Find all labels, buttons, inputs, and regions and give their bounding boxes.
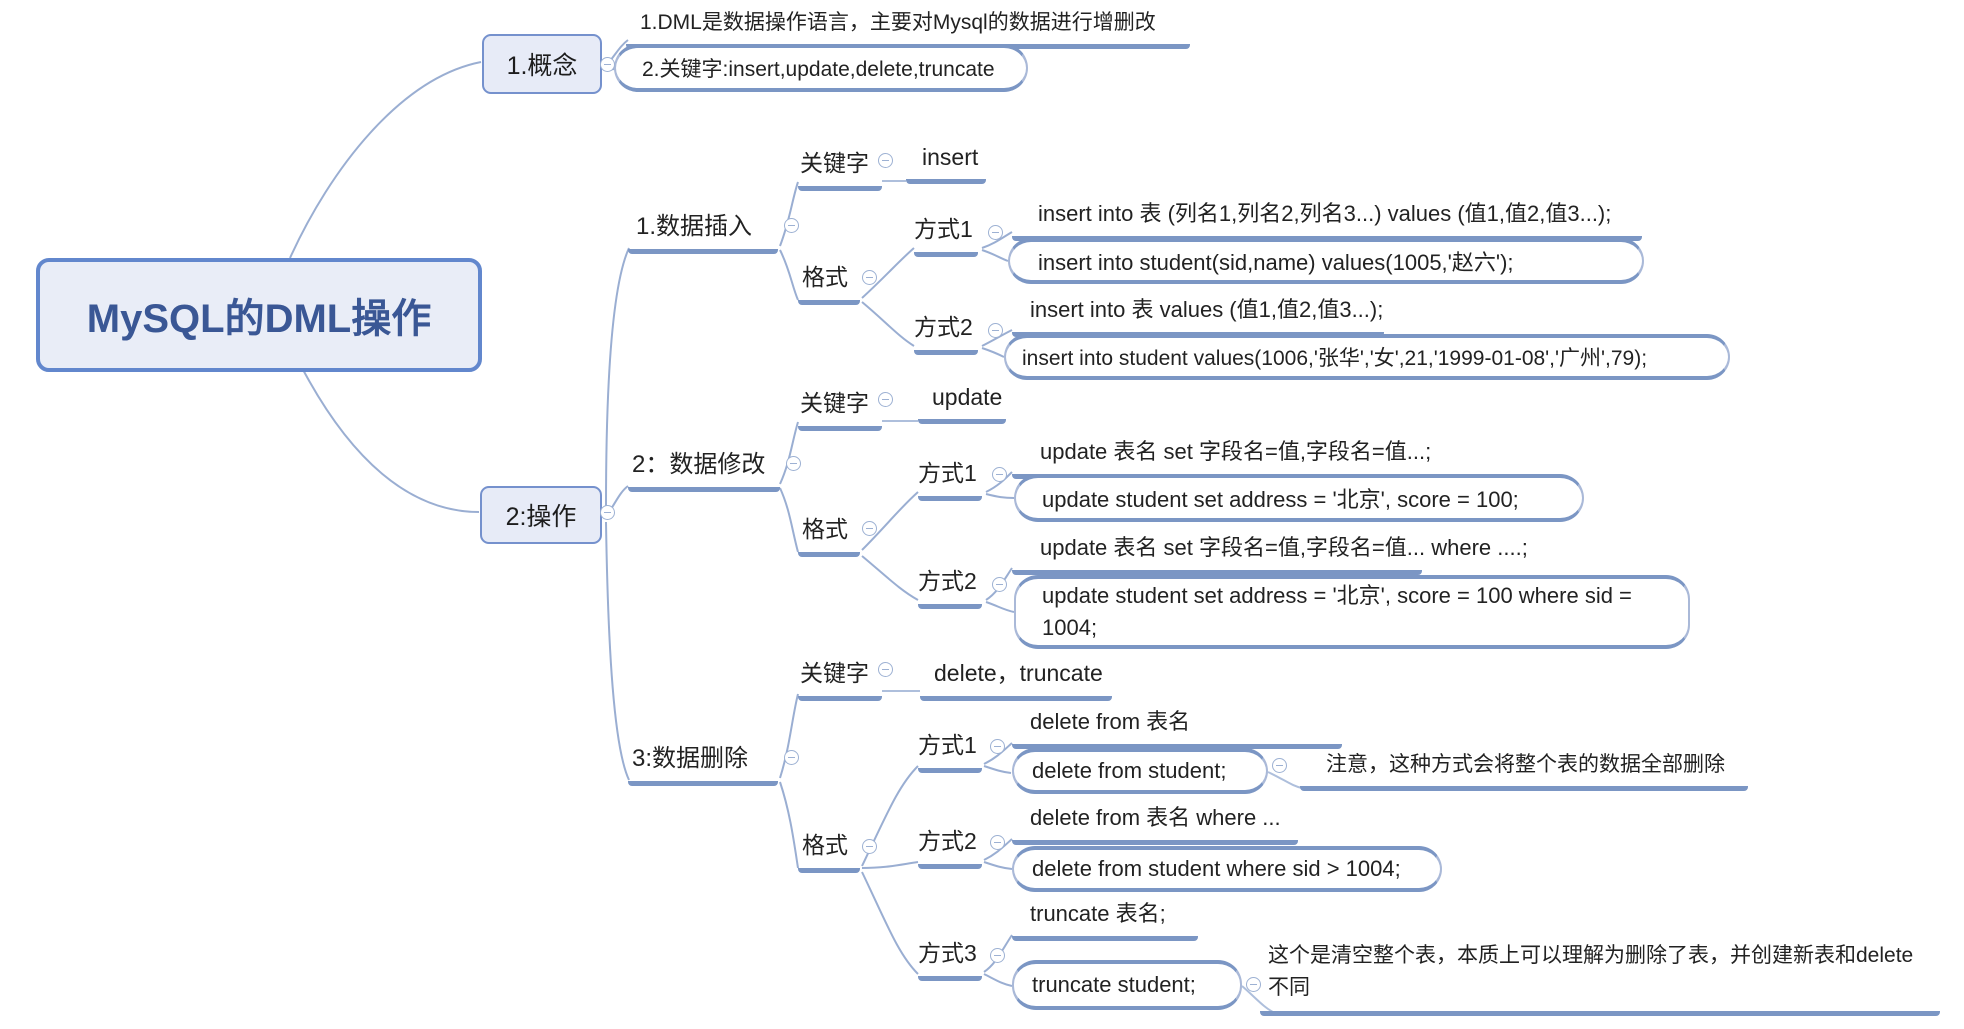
stmt-delete-method3-example[interactable]: truncate student; [1012, 960, 1242, 1010]
node-data-insert[interactable]: 1.数据插入 [628, 206, 778, 254]
collapse-icon-delete-keyword[interactable] [878, 662, 893, 677]
value-update-keyword[interactable]: update [918, 384, 1006, 424]
note-delete-method1[interactable]: 注意，这种方式会将整个表的数据全部删除 [1300, 748, 1748, 791]
collapse-icon-delete-method1-note[interactable] [1272, 758, 1287, 773]
collapse-icon-operation[interactable] [600, 505, 615, 520]
collapse-icon-data-update[interactable] [786, 456, 801, 471]
value-insert-keyword[interactable]: insert [906, 144, 986, 184]
collapse-icon-insert-format[interactable] [862, 270, 877, 285]
stmt-delete-method2-syntax[interactable]: delete from 表名 where ... [1012, 800, 1298, 845]
stmt-insert-method2-syntax[interactable]: insert into 表 values (值1,值2,值3...); [1012, 292, 1384, 337]
node-update-method1[interactable]: 方式1 [918, 454, 982, 501]
stmt-update-method1-syntax[interactable]: update 表名 set 字段名=值,字段名=值...; [1012, 434, 1431, 479]
stmt-update-method1-example[interactable]: update student set address = '北京', score… [1014, 474, 1584, 522]
node-delete-method3[interactable]: 方式3 [918, 934, 982, 981]
node-data-update[interactable]: 2：数据修改 [628, 444, 780, 492]
collapse-icon-delete-format[interactable] [862, 839, 877, 854]
collapse-icon-update-method2[interactable] [992, 577, 1007, 592]
collapse-icon-delete-method2[interactable] [990, 835, 1005, 850]
collapse-icon-insert-method1[interactable] [988, 225, 1003, 240]
stmt-delete-method1-syntax[interactable]: delete from 表名 [1012, 704, 1342, 749]
node-insert-format[interactable]: 格式 [798, 258, 860, 305]
stmt-insert-method1-example[interactable]: insert into student(sid,name) values(100… [1008, 238, 1644, 284]
branch-node-operation[interactable]: 2:操作 [480, 486, 602, 544]
stmt-delete-method1-example[interactable]: delete from student; [1012, 748, 1268, 794]
node-delete-method1[interactable]: 方式1 [918, 726, 982, 773]
label-insert-keyword[interactable]: 关键字 [798, 144, 882, 191]
branch-node-concept[interactable]: 1.概念 [482, 34, 602, 94]
collapse-icon-delete-method1[interactable] [990, 739, 1005, 754]
node-insert-method2[interactable]: 方式2 [914, 308, 978, 355]
collapse-icon-data-delete[interactable] [784, 750, 799, 765]
note-dml-definition[interactable]: 1.DML是数据操作语言，主要对Mysql的数据进行增删改 [626, 6, 1190, 49]
collapse-icon-data-insert[interactable] [784, 218, 799, 233]
collapse-icon-update-format[interactable] [862, 521, 877, 536]
node-insert-method1[interactable]: 方式1 [914, 210, 978, 257]
stmt-insert-method2-example[interactable]: insert into student values(1006,'张华','女'… [1004, 334, 1730, 380]
collapse-icon-delete-method3[interactable] [990, 948, 1005, 963]
collapse-icon-update-method1[interactable] [992, 467, 1007, 482]
collapse-icon-update-keyword[interactable] [878, 392, 893, 407]
note-delete-method3[interactable]: 这个是清空整个表，本质上可以理解为删除了表，并创建新表和delete 不同 [1260, 936, 1940, 1016]
node-update-format[interactable]: 格式 [798, 510, 860, 557]
collapse-icon-insert-keyword[interactable] [878, 153, 893, 168]
label-delete-keyword[interactable]: 关键字 [798, 654, 882, 701]
collapse-icon-concept[interactable] [600, 57, 615, 72]
collapse-icon-delete-method3-note[interactable] [1246, 977, 1261, 992]
node-delete-method2[interactable]: 方式2 [918, 822, 982, 869]
stmt-update-method2-syntax[interactable]: update 表名 set 字段名=值,字段名=值... where ....; [1012, 530, 1528, 575]
value-delete-keyword[interactable]: delete，truncate [920, 654, 1112, 701]
stmt-delete-method2-example[interactable]: delete from student where sid > 1004; [1012, 846, 1442, 892]
collapse-icon-insert-method2[interactable] [988, 323, 1003, 338]
stmt-insert-method1-syntax[interactable]: insert into 表 (列名1,列名2,列名3...) values (值… [1012, 196, 1642, 241]
node-update-method2[interactable]: 方式2 [918, 562, 982, 609]
stmt-delete-method3-syntax[interactable]: truncate 表名; [1012, 896, 1198, 941]
label-update-keyword[interactable]: 关键字 [798, 384, 882, 431]
stmt-update-method2-example[interactable]: update student set address = '北京', score… [1014, 575, 1690, 649]
root-node[interactable]: MySQL的DML操作 [36, 258, 482, 372]
note-dml-keywords[interactable]: 2.关键字:insert,update,delete,truncate [614, 44, 1028, 92]
node-delete-format[interactable]: 格式 [798, 826, 860, 873]
node-data-delete[interactable]: 3:数据删除 [628, 738, 778, 786]
